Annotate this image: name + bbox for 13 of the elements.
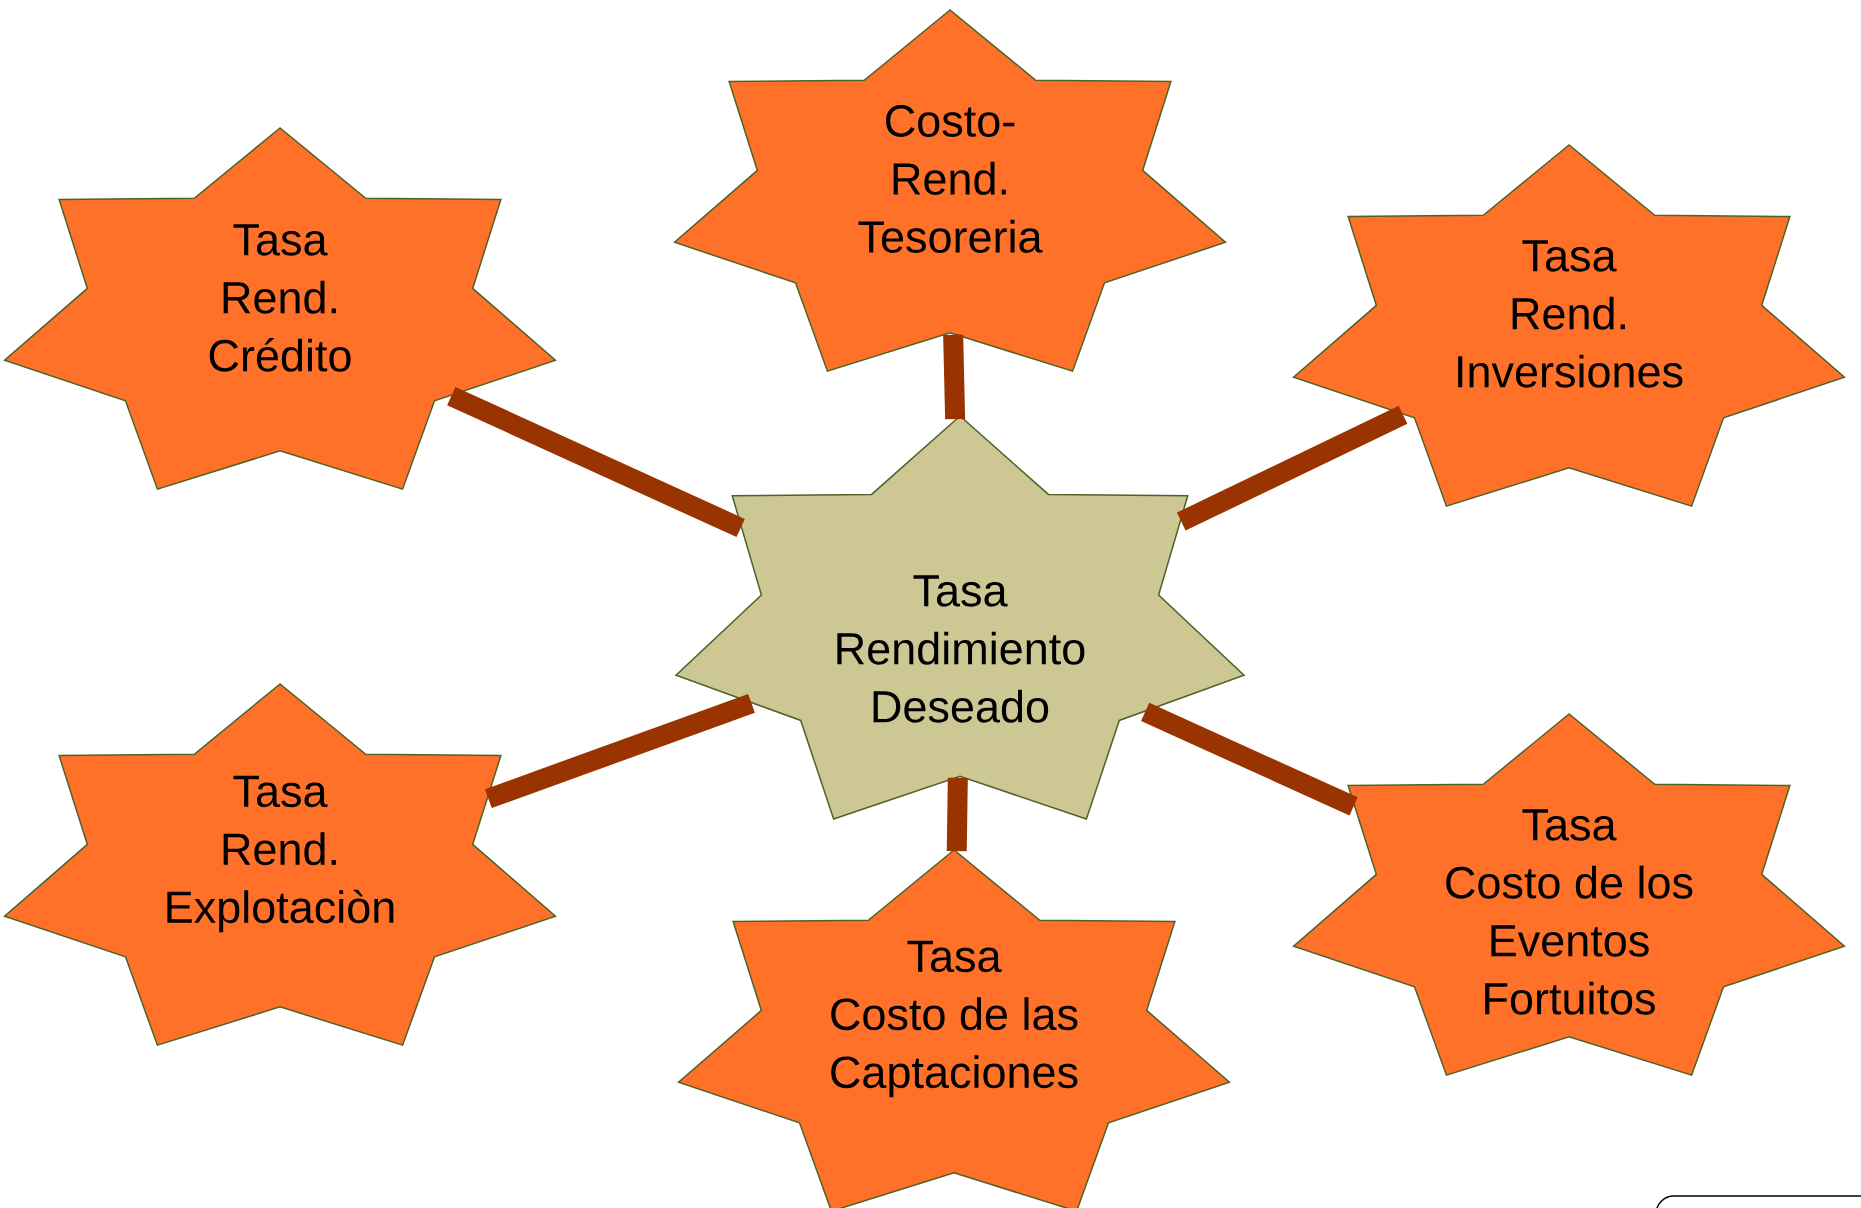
star-node: Tasa Rend. Inversiones bbox=[1292, 144, 1846, 508]
star-node: Tasa Rend. Crédito bbox=[3, 127, 557, 491]
star-node: Tasa Costo de las Captaciones bbox=[677, 849, 1231, 1208]
connector-line bbox=[447, 386, 745, 538]
star-node: Tasa Rend. Explotaciòn bbox=[3, 683, 557, 1047]
star-node: Costo- Rend. Tesoreria bbox=[673, 9, 1227, 373]
connector-line bbox=[946, 777, 968, 852]
connector-line bbox=[1141, 702, 1358, 816]
connector-line bbox=[1176, 405, 1408, 531]
connector-line bbox=[484, 694, 755, 809]
connector-line bbox=[943, 334, 966, 420]
star-node: Tasa Rendimiento Deseado bbox=[674, 415, 1246, 820]
star-node: Tasa Costo de los Eventos Fortuitos bbox=[1292, 713, 1846, 1077]
